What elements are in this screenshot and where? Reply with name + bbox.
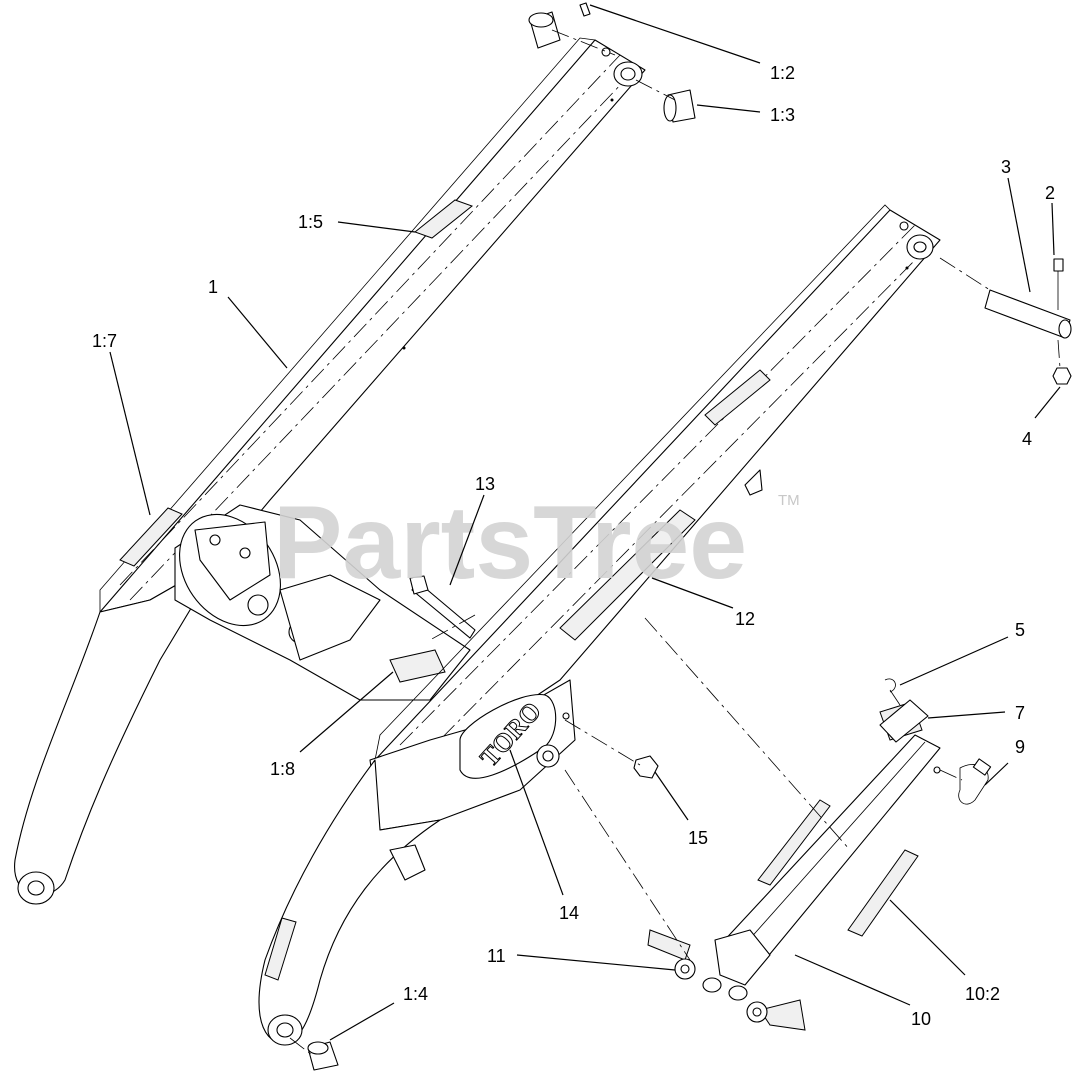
callout-2: 2 bbox=[1045, 183, 1055, 203]
callout-13: 13 bbox=[475, 474, 495, 494]
leader-lines bbox=[109, 4, 1061, 1041]
callout-3: 3 bbox=[1001, 157, 1011, 177]
callout-1-5: 1:5 bbox=[298, 212, 323, 232]
callout-1-7: 1:7 bbox=[92, 331, 117, 351]
callout-5: 5 bbox=[1015, 620, 1025, 640]
decal-1-5 bbox=[413, 199, 474, 239]
callout-9: 9 bbox=[1015, 737, 1025, 757]
callout-1-3: 1:3 bbox=[770, 105, 795, 125]
front-loader-arm: TORO bbox=[258, 204, 941, 1046]
decal-1-8 bbox=[389, 649, 446, 683]
decal-10-2 bbox=[847, 849, 919, 937]
callout-1-2: 1:2 bbox=[770, 63, 795, 83]
callout-14: 14 bbox=[559, 903, 579, 923]
callout-labels: 1:2 1:3 1:5 1 1:7 3 2 4 13 12 5 7 9 1:8 … bbox=[92, 63, 1055, 1029]
callout-12: 12 bbox=[735, 609, 755, 629]
hardware bbox=[307, 2, 1072, 1071]
attachment-link bbox=[647, 701, 992, 1031]
watermark-text: PartsTree bbox=[273, 485, 747, 601]
callout-7: 7 bbox=[1015, 703, 1025, 723]
watermark-trademark: TM bbox=[778, 492, 800, 509]
callout-1: 1 bbox=[208, 277, 218, 297]
rear-loader-arm bbox=[14, 37, 646, 905]
callout-11: 11 bbox=[487, 946, 506, 966]
decal-side bbox=[264, 917, 297, 981]
cross-tube bbox=[174, 504, 471, 701]
callout-1-8: 1:8 bbox=[270, 759, 295, 779]
assembly-lines bbox=[289, 29, 1061, 1056]
decal-1-7 bbox=[119, 507, 183, 567]
callout-10-2: 10:2 bbox=[965, 984, 1000, 1004]
callout-1-4: 1:4 bbox=[403, 984, 428, 1004]
callout-4: 4 bbox=[1022, 429, 1032, 449]
callout-15: 15 bbox=[688, 828, 708, 848]
callout-10: 10 bbox=[911, 1009, 931, 1029]
